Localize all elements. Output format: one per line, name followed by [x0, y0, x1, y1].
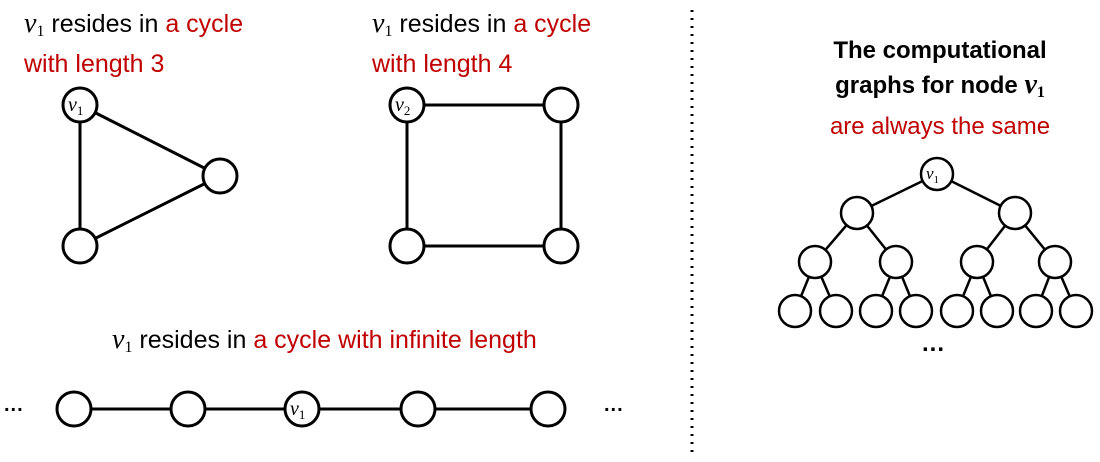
label-line-middle: v1 — [290, 398, 305, 422]
node-triangle-right — [201, 157, 239, 195]
tree-ellipsis: ... — [922, 330, 946, 357]
tree-nodes — [777, 156, 1094, 329]
node-line-5 — [529, 390, 567, 428]
edge — [79, 103, 221, 178]
node-square-bl — [388, 227, 426, 265]
node-line-4 — [399, 390, 437, 428]
caption-square: v1 resides in a cycle with length 4 — [372, 8, 592, 78]
variable-v: v1 — [372, 8, 393, 40]
caption-line: v1 resides in a cycle with infinite leng… — [112, 324, 537, 356]
square-graph — [405, 103, 563, 248]
node-line-1 — [55, 390, 93, 428]
edge — [79, 174, 221, 248]
caption-triangle: v1 resides in a cycle with length 3 — [24, 8, 244, 78]
node-square-tl — [388, 86, 426, 124]
node-triangle-bottom — [61, 227, 99, 265]
tree-root — [919, 156, 955, 192]
line-right-ellipsis: ... — [604, 394, 624, 416]
variable-v: v1 — [112, 324, 133, 356]
line-left-ellipsis: ... — [4, 394, 24, 416]
edge — [405, 103, 563, 248]
node-square-br — [542, 227, 580, 265]
right-panel-title: The computational graphs for node v1 are… — [829, 37, 1051, 140]
label-tree-root: v1 — [926, 164, 939, 186]
node-square-tr — [542, 86, 580, 124]
node-triangle-top — [61, 86, 99, 124]
label-triangle-top: v1 — [68, 94, 83, 118]
node-line-2 — [169, 390, 207, 428]
variable-v: v1 — [24, 8, 45, 40]
tree-edges — [793, 172, 1078, 312]
triangle-graph — [78, 103, 221, 248]
node-line-3 — [283, 390, 321, 428]
label-square-tl: v2 — [395, 94, 410, 118]
